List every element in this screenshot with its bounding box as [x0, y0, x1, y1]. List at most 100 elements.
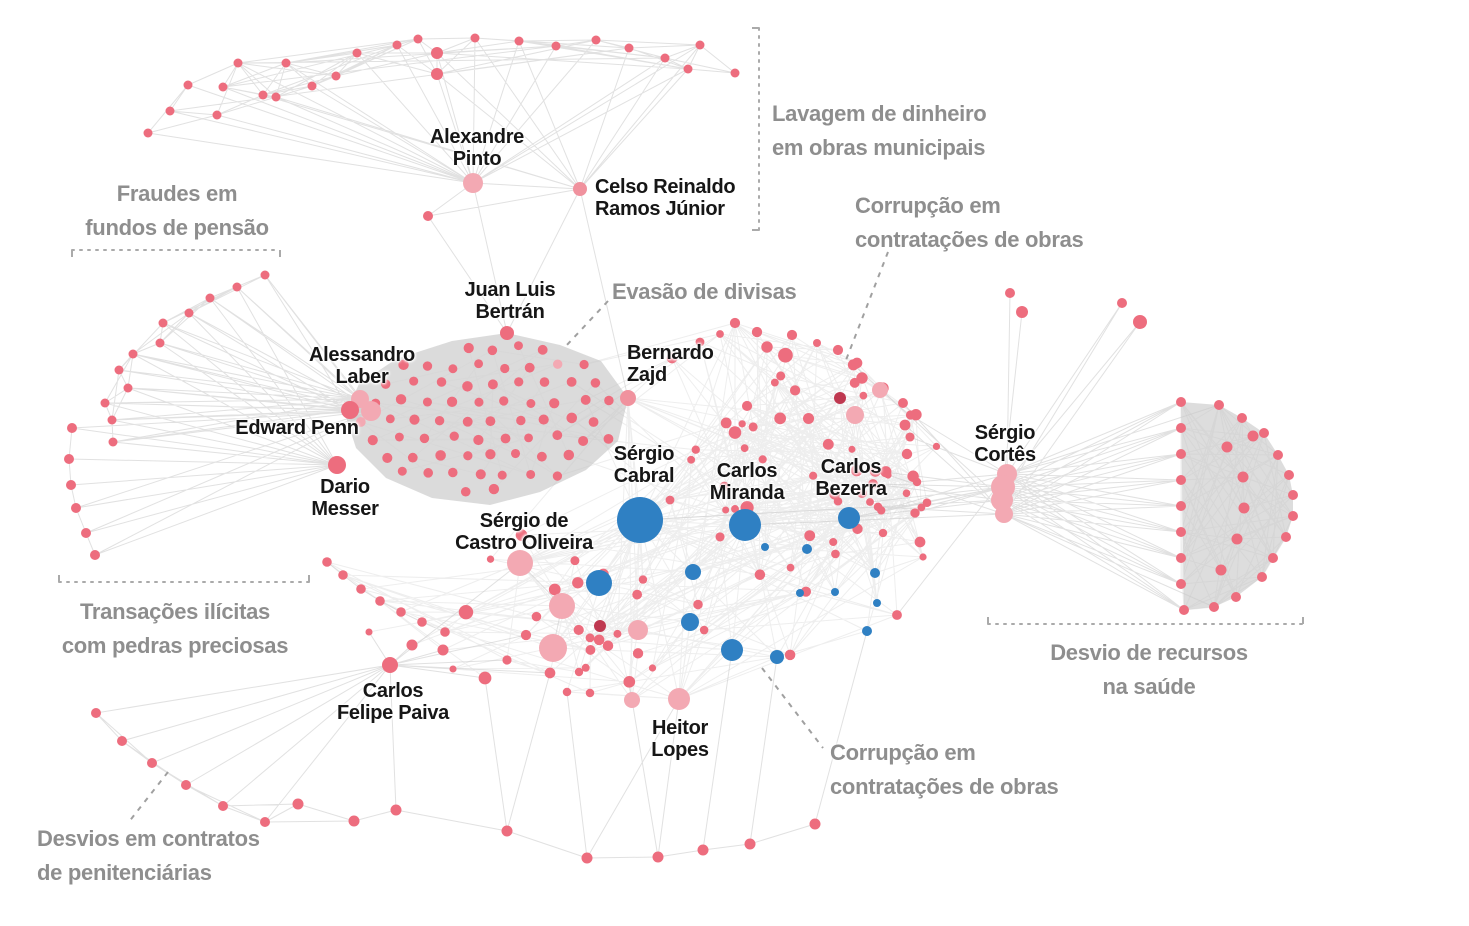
graph-node	[413, 34, 423, 44]
graph-node	[822, 438, 834, 450]
graph-node	[859, 391, 868, 400]
graph-node	[515, 529, 528, 541]
graph-node	[796, 589, 804, 597]
node-celso-reinaldo-ramos-junior[interactable]	[573, 182, 587, 196]
graph-node	[695, 337, 705, 347]
node-heitor-lopes[interactable]	[668, 688, 690, 710]
graph-node	[458, 604, 474, 620]
graph-node	[367, 435, 378, 446]
graph-node	[355, 417, 366, 427]
node-alessandro-laber[interactable]	[341, 401, 359, 419]
graph-node	[1257, 572, 1267, 582]
graph-node	[744, 838, 756, 850]
graph-node	[741, 400, 753, 412]
graph-node	[460, 486, 471, 497]
node-sergio-de-castro-oliveira[interactable]	[507, 550, 533, 576]
graph-node	[1221, 441, 1233, 453]
graph-node	[232, 282, 242, 292]
node-juan-luis-bertran[interactable]	[500, 326, 514, 340]
graph-node	[1231, 592, 1241, 602]
graph-node	[218, 801, 228, 811]
graph-node	[516, 415, 526, 426]
graph-node	[463, 342, 474, 354]
leader-dashed-corrupcao-contratacoes-topo	[845, 251, 889, 361]
graph-node	[520, 629, 532, 641]
graph-node	[579, 359, 589, 370]
graph-node	[71, 503, 81, 513]
graph-node	[681, 613, 699, 631]
graph-node	[397, 466, 407, 476]
graph-node	[851, 357, 863, 369]
node-dario-messer[interactable]	[328, 456, 346, 474]
graph-node	[271, 92, 281, 102]
graph-node	[581, 852, 593, 864]
graph-node	[398, 359, 409, 371]
graph-node	[786, 563, 795, 572]
graph-node	[1176, 475, 1186, 485]
graph-node	[566, 412, 578, 424]
graph-node	[802, 544, 812, 554]
leader-dashed-desvios-penitenciarias	[127, 771, 169, 824]
graph-node	[281, 58, 291, 68]
graph-node	[502, 655, 512, 665]
graph-node	[862, 626, 872, 636]
graph-node	[117, 736, 127, 746]
graph-node	[1214, 400, 1224, 410]
graph-node	[1268, 553, 1278, 563]
graph-node	[67, 423, 77, 433]
node-alexandre-pinto[interactable]	[463, 173, 483, 193]
graph-node	[905, 410, 916, 420]
graph-node	[728, 426, 742, 439]
graph-node	[648, 664, 657, 672]
node-bernardo-zajd[interactable]	[620, 390, 636, 406]
graph-node	[437, 644, 449, 656]
graph-node	[1016, 306, 1028, 318]
graph-node	[809, 818, 821, 830]
graph-node	[868, 479, 878, 489]
graph-node	[462, 416, 473, 427]
graph-node	[581, 663, 590, 672]
graph-node	[570, 556, 580, 566]
graph-node	[715, 532, 725, 542]
graph-node	[526, 399, 536, 408]
node-edward-penn[interactable]	[361, 401, 381, 421]
node-sergio-cabral[interactable]	[617, 497, 663, 543]
graph-node	[394, 432, 404, 442]
graph-node	[531, 611, 542, 622]
node-carlos-miranda[interactable]	[729, 509, 761, 541]
graph-node	[878, 483, 887, 492]
graph-node	[572, 577, 584, 589]
graph-node	[691, 445, 700, 454]
graph-node	[500, 363, 510, 374]
graph-node	[183, 80, 193, 90]
graph-node	[754, 569, 766, 580]
node-carlos-felipe-paiva[interactable]	[382, 657, 398, 673]
graph-node	[774, 412, 787, 425]
graph-node	[407, 452, 418, 463]
graph-node[interactable]	[991, 489, 1013, 511]
graph-node	[593, 634, 605, 646]
graph-node	[181, 780, 191, 790]
graph-node	[474, 397, 484, 407]
node-carlos-bezerra[interactable]	[838, 507, 860, 529]
graph-node	[538, 414, 549, 425]
leader-dashed-evasao-divisas	[565, 300, 609, 347]
graph-node	[905, 432, 915, 442]
graph-node	[602, 640, 614, 651]
graph-node	[850, 464, 863, 477]
graph-node	[892, 610, 902, 620]
graph-node	[784, 649, 796, 661]
graph-node	[338, 570, 348, 580]
graph-node	[687, 455, 696, 464]
graph-node	[573, 624, 584, 636]
graph-node	[789, 385, 801, 396]
graph-node	[1133, 315, 1147, 329]
graph-node[interactable]	[995, 505, 1013, 523]
graph-node	[586, 570, 612, 596]
graph-node	[539, 377, 550, 387]
graph-node	[212, 110, 222, 120]
graph-node	[856, 487, 867, 499]
graph-node	[448, 467, 458, 478]
graph-node	[419, 433, 430, 444]
